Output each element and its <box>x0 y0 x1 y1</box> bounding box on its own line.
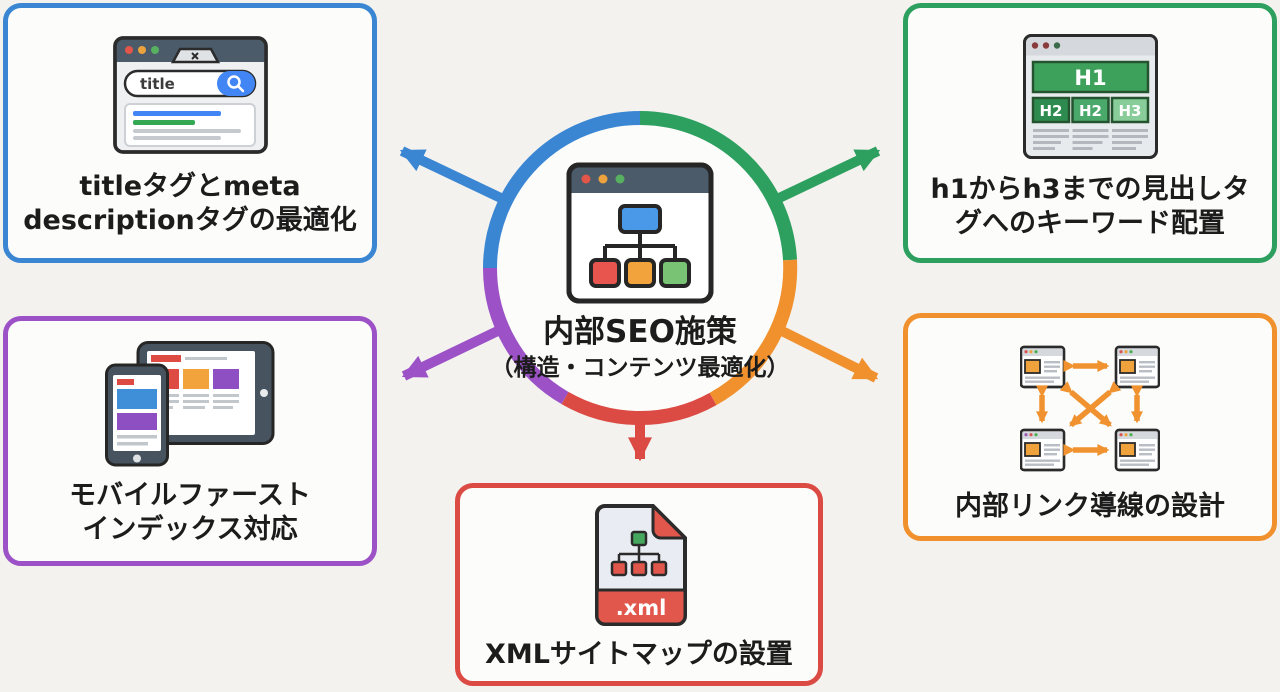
window-dot-red <box>581 174 591 184</box>
caption-line: h1からh3までの見出しタ <box>930 174 1250 205</box>
mini-browser-windows <box>1020 345 1160 472</box>
caption-line: descriptionタグの最適化 <box>23 205 357 237</box>
h2-label: H2 <box>1039 102 1062 120</box>
caption-line: インデックス対応 <box>82 514 298 546</box>
node-title-meta: title titleタグとmeta descriptionタグの最適化 <box>3 3 377 263</box>
window-dot <box>1042 42 1049 49</box>
sitemap-child-red <box>589 258 621 288</box>
h2-box <box>1070 96 1110 124</box>
search-button <box>216 71 255 96</box>
browser-search-icon: title <box>112 36 268 154</box>
sitemap-child-orange <box>624 258 656 288</box>
arrow-to-internal-links <box>769 321 879 383</box>
sitemap-child <box>650 560 668 577</box>
ring-segment-red <box>561 391 717 426</box>
sitemap-child <box>610 560 628 577</box>
h3-label: H3 <box>1118 102 1141 120</box>
hub-title: 内部SEO施策 <box>543 314 737 350</box>
heading-tags-icon: H1 H2 H2 H3 <box>1022 34 1158 159</box>
caption-line: titleタグとmeta <box>79 171 301 202</box>
arrow-to-mobile <box>401 321 511 381</box>
window-dot-green <box>615 174 625 184</box>
sitemap-browser-icon <box>566 162 714 304</box>
node-mobile: モバイルファースト インデックス対応 <box>3 316 377 566</box>
sitemap-child <box>630 560 648 577</box>
sitemap-root-node <box>618 204 662 234</box>
close-icon <box>190 52 199 60</box>
arrow-to-headings <box>772 146 881 205</box>
caption-title-meta: titleタグとmeta descriptionタグの最適化 <box>23 170 357 239</box>
caption-internal-links: 内部リンク導線の設計 <box>955 490 1225 524</box>
caption-headings: h1からh3までの見出しタ グへのキーワード配置 <box>930 173 1249 242</box>
sitemap-child-green <box>659 258 691 288</box>
node-internal-links: 内部リンク導線の設計 <box>903 313 1277 541</box>
caption-line: XMLサイトマップの設置 <box>485 639 793 670</box>
node-headings: H1 H2 H2 H3 h1からh3までの見出しタ グへのキーワード配置 <box>903 3 1277 263</box>
window-dot <box>1031 42 1038 49</box>
ring-segment-orange <box>709 259 798 406</box>
hub-label: 内部SEO施策 （構造・コンテンツ最適化） <box>440 314 840 382</box>
link-arrows <box>1036 360 1143 456</box>
h1-banner <box>1031 60 1149 94</box>
h3-box <box>1110 96 1149 124</box>
ring-segment-green <box>639 110 797 261</box>
caption-mobile: モバイルファースト インデックス対応 <box>69 479 311 548</box>
hub-color-ring <box>482 110 798 426</box>
file-ext-label: .xml <box>616 596 667 620</box>
window-dot-red <box>124 46 133 54</box>
phone-home-button <box>133 454 141 463</box>
window-dot-orange <box>137 46 146 54</box>
search-input-text: title <box>140 75 175 93</box>
ring-segment-purple <box>482 267 569 405</box>
xml-file-icon: .xml <box>595 504 687 626</box>
caption-line: 内部リンク導線の設計 <box>955 491 1225 522</box>
arrow-to-title-meta <box>399 146 508 205</box>
window-dot-orange <box>598 174 608 184</box>
mobile-devices-icon <box>105 341 275 467</box>
caption-line: モバイルファースト <box>69 480 311 511</box>
h2-box <box>1031 96 1070 124</box>
folded-corner <box>651 504 687 540</box>
caption-line: グへのキーワード配置 <box>955 208 1225 240</box>
linked-pages-icon <box>1020 345 1160 472</box>
hub-subtitle: （構造・コンテンツ最適化） <box>490 354 790 381</box>
tablet-camera <box>260 389 268 397</box>
h2-label: H2 <box>1079 102 1102 120</box>
ring-segment-blue <box>483 111 641 269</box>
sitemap-root-node <box>630 530 648 547</box>
caption-xml-sitemap: XMLサイトマップの設置 <box>485 638 793 672</box>
window-dot <box>1053 42 1060 49</box>
node-xml-sitemap: .xml XMLサイトマップの設置 <box>455 483 823 686</box>
file-ext-band <box>595 588 687 626</box>
h1-label: H1 <box>1074 66 1106 90</box>
search-icon <box>226 75 241 89</box>
window-dot-green <box>150 46 159 54</box>
hub <box>566 162 714 304</box>
